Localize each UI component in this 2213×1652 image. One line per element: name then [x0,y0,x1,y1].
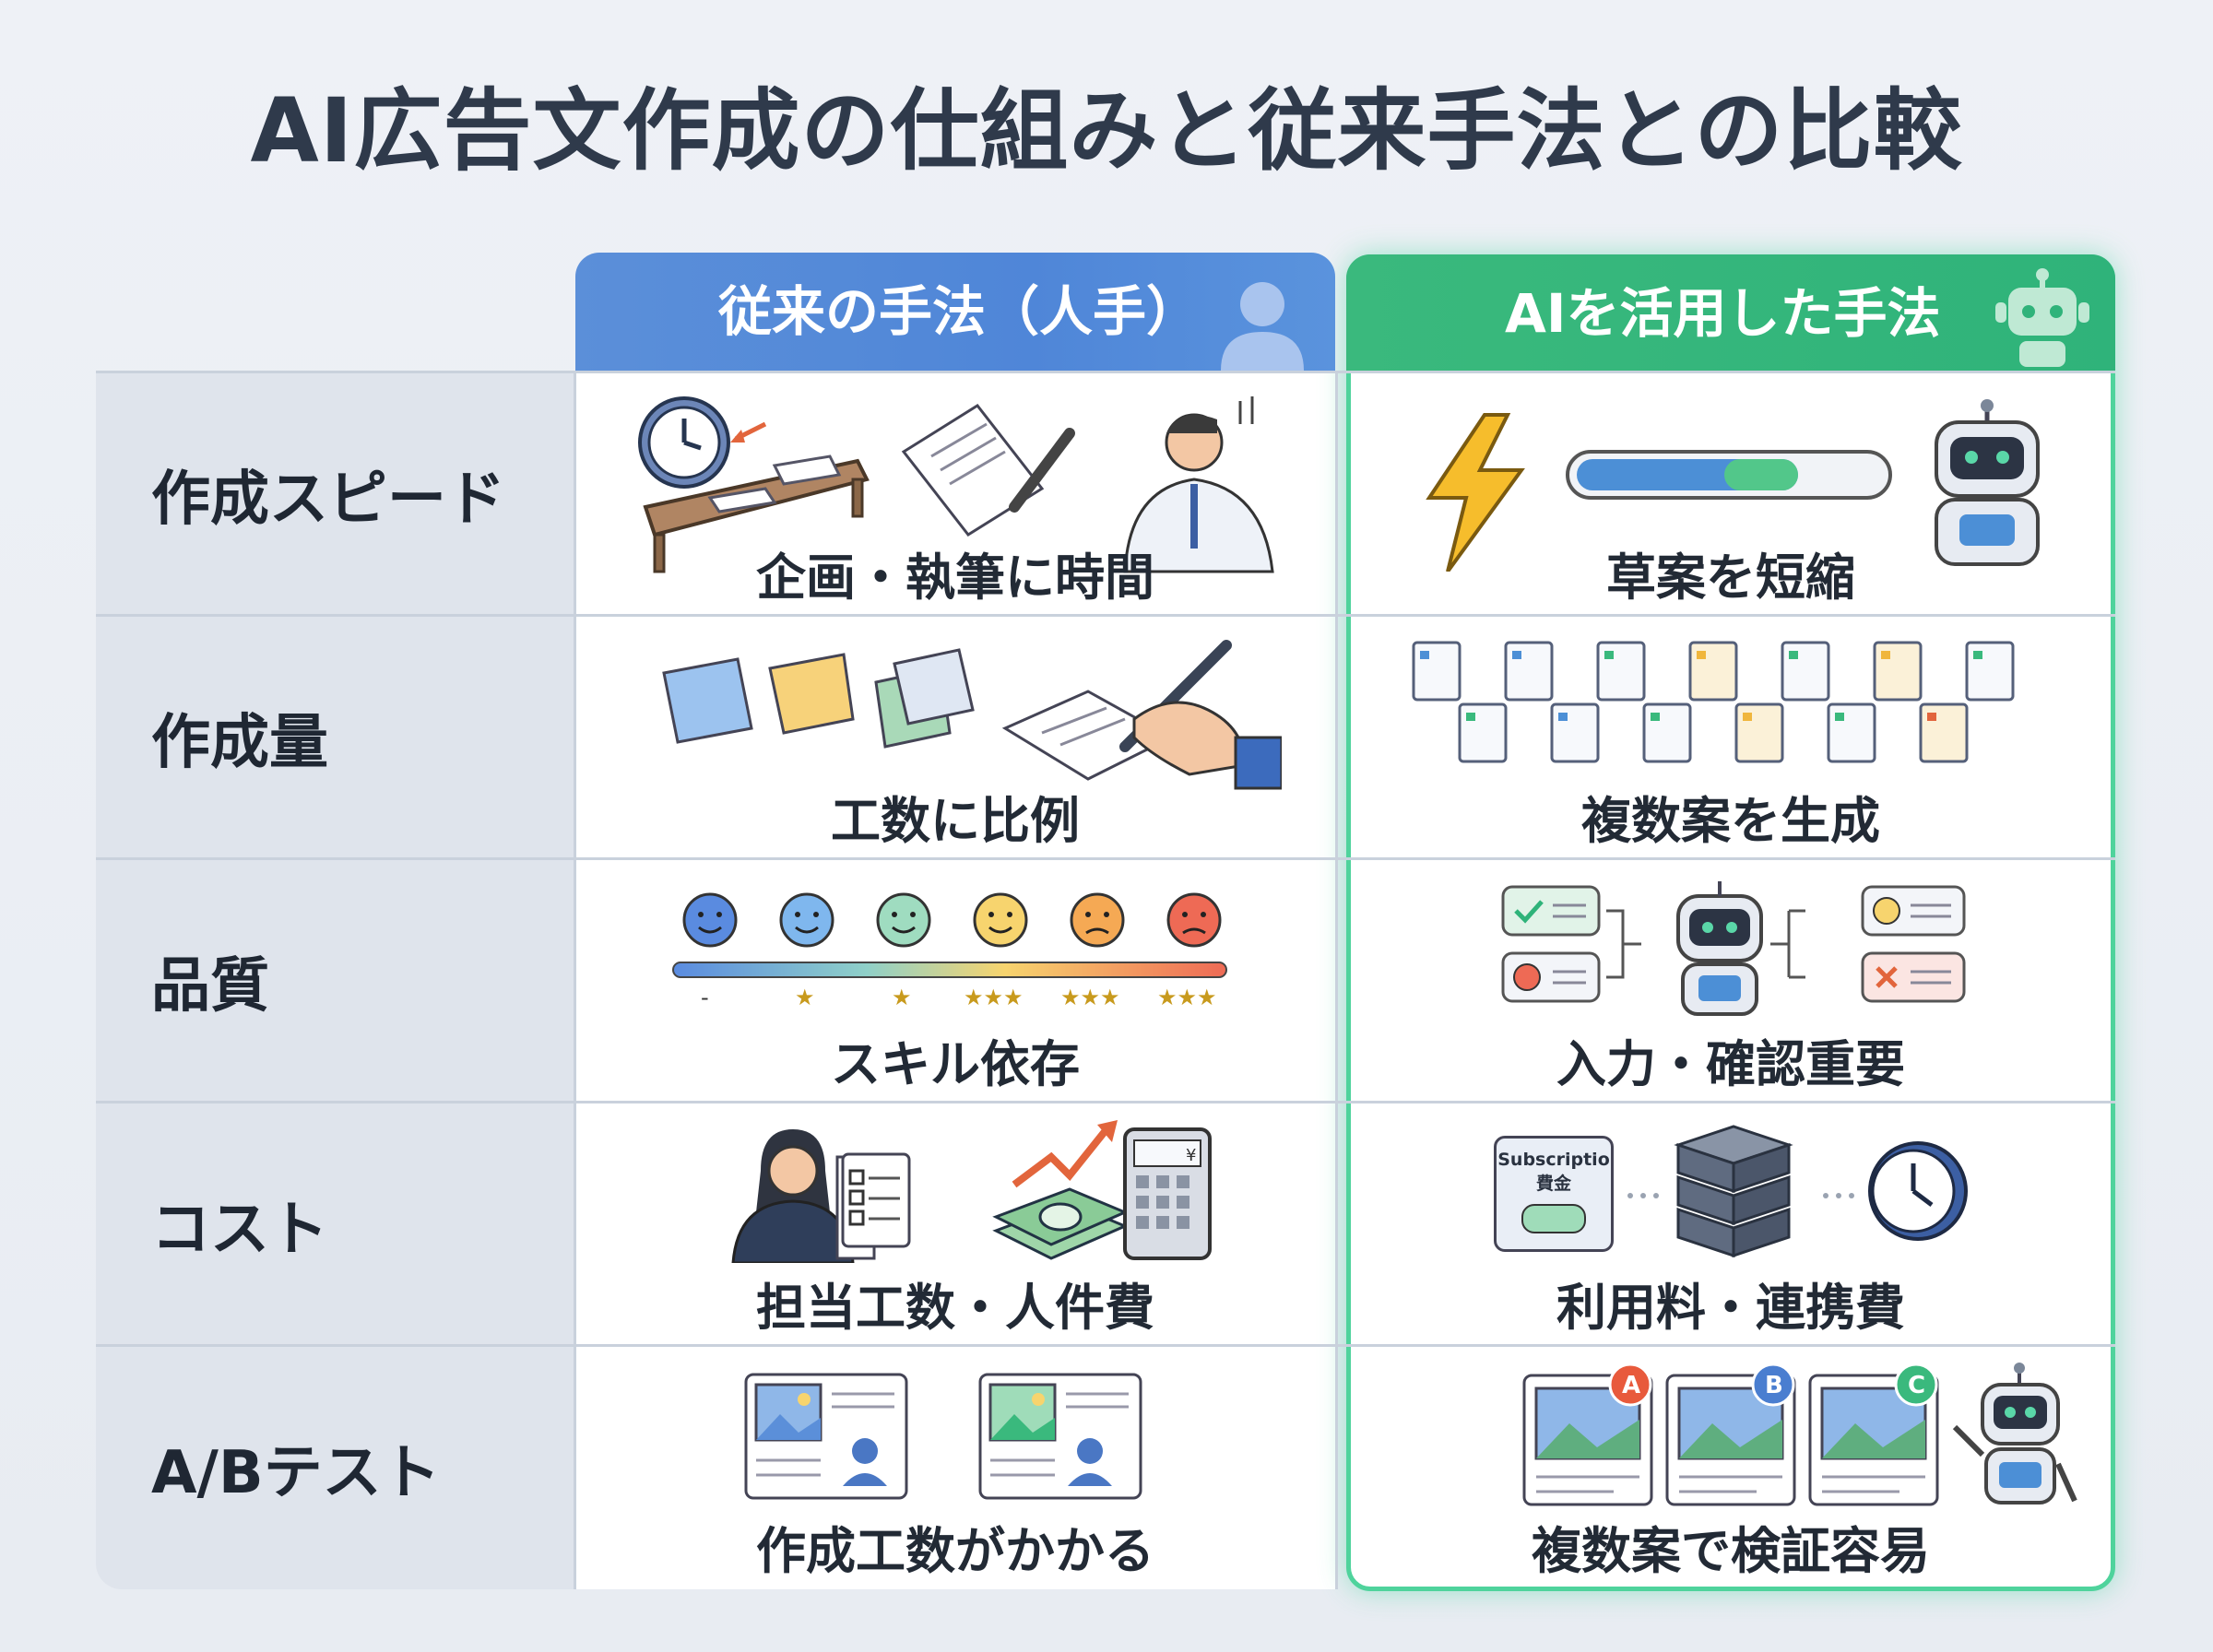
lightning-icon [1426,413,1525,572]
caption-trad-cost: 担当工数・人件費 [756,1279,1154,1337]
row-label-column [96,371,575,1589]
row-label-speed: 作成スピード [151,466,505,534]
column-divider [574,371,576,1589]
row-label-cost: コスト [151,1196,328,1264]
traditional-header: 従来の手法（人手） [575,253,1335,371]
ab-variants-illustration: A B C [1522,1363,2077,1506]
caption-trad-quality: スキル依存 [831,1035,1080,1093]
checklist-icon [841,1152,911,1248]
page-title: AI広告文作成の仕組みと従来手法との比較 [250,79,1963,183]
ai-header-label: AIを活用した手法 [1505,282,1941,345]
yen-symbol: ¥ [1186,1146,1196,1165]
caption-trad-speed: 企画・執筆に時間 [756,549,1154,607]
document-grid-illustration [1412,641,2015,763]
robot-review-illustration [1501,881,1966,1016]
subscription-line1: Subscriptio [1497,1150,1610,1170]
badge-c: C [1908,1372,1925,1399]
row-label-abtest: A/Bテスト [151,1439,441,1507]
row-divider [96,371,2115,373]
lightning-progress-illustration [1426,399,2040,572]
subscription-card: Subscriptio 費金 [1494,1136,1614,1252]
traditional-header-label: 従来の手法（人手） [718,280,1201,343]
badge-a: A [1622,1372,1640,1399]
ai-header: AIを活用した手法 [1346,254,2115,372]
caption-trad-volume: 工数に比例 [831,792,1080,850]
caption-ai-speed: 草案を短縮 [1606,549,1855,607]
money-calculator-illustration: ¥ [992,1120,1212,1260]
row-label-quality: 品質 [151,952,269,1021]
row-divider [96,614,2115,617]
quality-faces-scale [672,892,1227,978]
caption-trad-abtest: 作成工数がかかる [756,1522,1154,1580]
caption-ai-abtest: 複数案で検証容易 [1532,1522,1930,1580]
badge-b: B [1765,1372,1783,1399]
row-divider [96,857,2115,860]
caption-ai-quality: 入力・確認重要 [1556,1035,1905,1093]
person-icon [1221,282,1304,371]
traditional-column [575,371,1335,1589]
column-divider [1335,371,1338,1589]
row-label-volume: 作成量 [151,709,328,777]
caption-ai-cost: 利用料・連携費 [1556,1279,1905,1337]
robot-icon [1995,268,2089,367]
ad-card-icon [744,1373,908,1500]
row-divider [96,1101,2115,1103]
ad-card-icon [978,1373,1142,1500]
subscription-line2: 費金 [1535,1174,1571,1194]
row-divider [96,1344,2115,1347]
desk-clock-illustration [638,396,1274,573]
sticky-notes-writing-illustration [662,640,1282,790]
quality-star-scale: - ★ ★ ★★★ ★★★ ★★★ [701,985,1217,1010]
caption-ai-volume: 複数案を生成 [1581,792,1880,850]
server-clock-illustration [1627,1125,1968,1258]
